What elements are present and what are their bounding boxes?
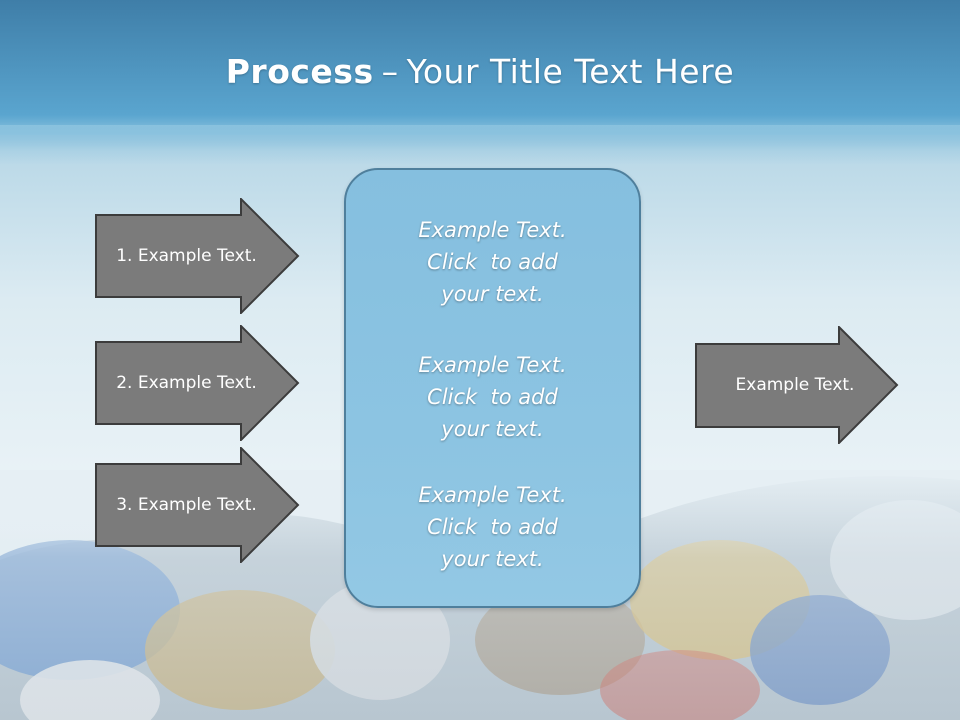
right-arrow[interactable]: Example Text.: [695, 326, 900, 444]
title-separator: –: [381, 52, 399, 91]
title-band: [0, 0, 960, 165]
arrow-shape: [95, 325, 300, 441]
block-2-line-1: Example Text.: [418, 353, 567, 377]
block-1-line-3: your text.: [441, 282, 544, 306]
left-arrow-2[interactable]: 2. Example Text.: [95, 325, 300, 441]
block-1-line-1: Example Text.: [418, 218, 567, 242]
left-arrow-2-label: 2. Example Text.: [116, 373, 257, 393]
arrow-shape: [95, 198, 300, 314]
block-3-line-2: Click to add: [427, 515, 558, 539]
title-band-fade: [0, 125, 960, 165]
center-text-box[interactable]: Example Text. Click to add your text. Ex…: [344, 168, 641, 608]
center-text-block-3: Example Text. Click to add your text.: [346, 479, 639, 575]
block-3-line-3: your text.: [441, 547, 544, 571]
slide-title[interactable]: Process–Your Title Text Here: [0, 52, 960, 91]
block-2-line-3: your text.: [441, 417, 544, 441]
left-arrow-3-label: 3. Example Text.: [116, 495, 257, 515]
block-2-line-2: Click to add: [427, 385, 558, 409]
block-3-line-1: Example Text.: [418, 483, 567, 507]
left-arrow-1-label: 1. Example Text.: [116, 246, 257, 266]
title-bold-part: Process: [225, 52, 374, 91]
center-text-block-1: Example Text. Click to add your text.: [346, 214, 639, 310]
center-text-block-2: Example Text. Click to add your text.: [346, 349, 639, 445]
arrow-shape: [695, 326, 899, 444]
block-1-line-2: Click to add: [427, 250, 558, 274]
title-rest-part: Your Title Text Here: [406, 52, 735, 91]
left-arrow-3[interactable]: 3. Example Text.: [95, 447, 300, 563]
left-arrow-1[interactable]: 1. Example Text.: [95, 198, 300, 314]
arrow-shape: [95, 447, 300, 563]
right-arrow-label: Example Text.: [735, 375, 855, 395]
